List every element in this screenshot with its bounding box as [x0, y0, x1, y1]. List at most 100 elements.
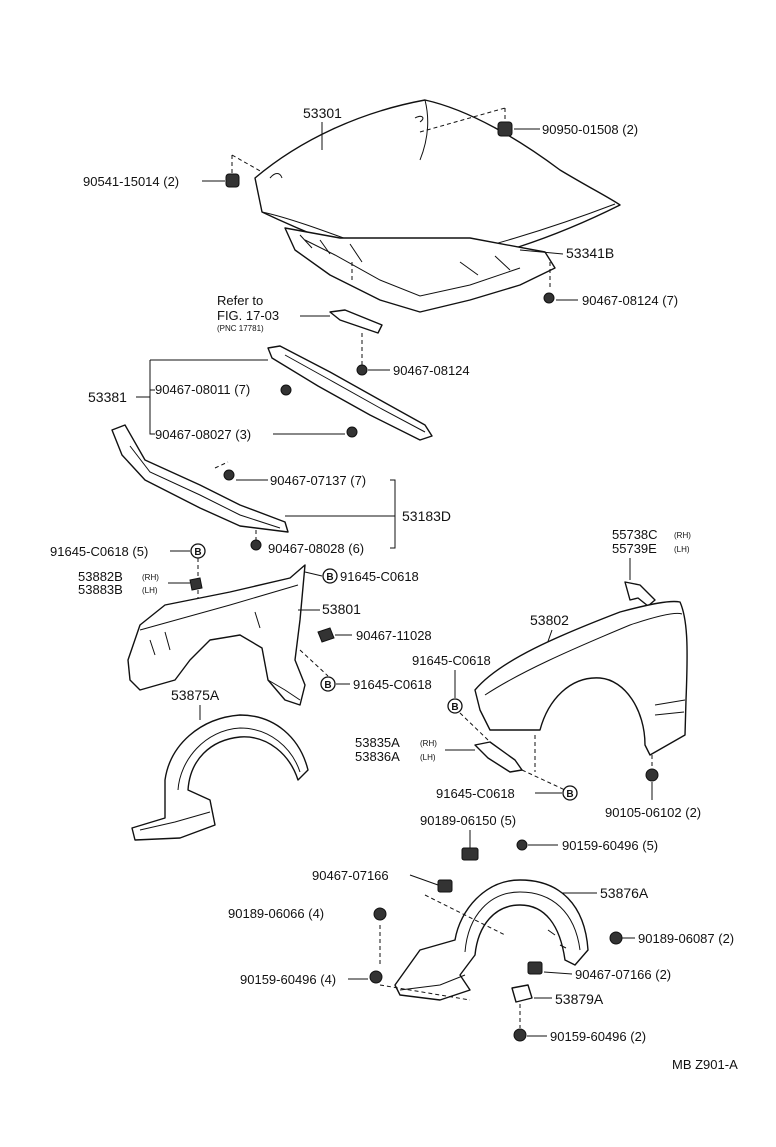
fender-clip-label: 90467-11028 [356, 628, 432, 643]
cushion-right-line [419, 107, 506, 133]
fender-screw-icon [645, 768, 659, 782]
right-fender-panel [474, 600, 688, 756]
left-liner [131, 714, 309, 841]
bolt-b-right-bottom-icon: B [562, 785, 578, 801]
upper-seal-clip-a-icon [280, 384, 292, 396]
bolt-mid-line [299, 649, 329, 677]
hood-cushion-left-label: 90541-15014 (2) [83, 174, 179, 189]
liner-screw-a-icon [461, 847, 479, 861]
lower-seal [111, 424, 289, 533]
liner-screw-f-icon [513, 1028, 527, 1042]
right-liner [394, 879, 589, 1001]
bolt-b-left-label: 91645-C0618 (5) [50, 544, 148, 559]
bracket-right-lh: (LH) [142, 586, 158, 595]
liner-screw-b-label: 90159-60496 (5) [562, 838, 658, 853]
lower-seal-clip-a-label: 90467-07137 (7) [270, 473, 366, 488]
upper-seal-clip-b-label: 90467-08027 (3) [155, 427, 251, 442]
liner-screw-f-label: 90159-60496 (2) [550, 1029, 646, 1044]
svg-text:B: B [451, 702, 458, 713]
bolt-b-right-top-label: 91645-C0618 [412, 653, 491, 668]
lower-seal-bracket [390, 479, 396, 549]
liner-clip-icon [437, 879, 453, 893]
refer-line2: FIG. 17-03 [217, 308, 279, 323]
fender-left-label: 53801 [322, 601, 361, 617]
bracket-left-rh: (RH) [142, 573, 159, 582]
bolt-b-mid-icon: B [320, 676, 336, 692]
hood-cushion-right-label: 90950-01508 (2) [542, 122, 638, 137]
fender-screw-label: 90105-06102 (2) [605, 805, 701, 820]
fender-clip-icon [317, 627, 335, 643]
hood-part-number: 53301 [303, 105, 342, 121]
bracket2-line [521, 769, 566, 791]
hood-cushion-right-icon [497, 121, 513, 137]
bolt-b-right-bottom-label: 91645-C0618 [436, 786, 515, 801]
liner-bracket-icon [511, 984, 533, 1003]
hood-cushion-left-icon [225, 173, 240, 188]
liner-clip-label: 90467-07166 [312, 868, 389, 883]
svg-text:B: B [194, 547, 201, 558]
insulator-clip-icon [543, 292, 555, 304]
brace-lh-tag: (LH) [674, 545, 690, 554]
liner-screw-d-icon [609, 931, 623, 945]
seal-bracket-side [149, 360, 155, 435]
bracket2-rh-tag: (RH) [420, 739, 437, 748]
upper-seal-group-label: 53381 [88, 389, 127, 405]
refer-note: Refer to FIG. 17-03 (PNC 17781) [217, 293, 279, 333]
seal-clip-icon [356, 364, 368, 376]
bracket2-icon [474, 741, 523, 773]
brace-rh-tag: (RH) [674, 531, 691, 540]
bracket-left-icon [189, 577, 203, 591]
bolt-b-top-leader [304, 571, 323, 577]
brace-lh-code: 55739E [612, 541, 657, 556]
bracket2-rh-code: 53835A [355, 735, 400, 750]
liner-screw-e-icon [369, 970, 383, 984]
bolt-b-top-icon: B [322, 568, 338, 584]
brace-icon [624, 581, 656, 607]
liner-screw-e-label: 90159-60496 (4) [240, 972, 336, 987]
cushion-left-line [231, 154, 263, 173]
liner-left-label: 53875A [171, 687, 220, 703]
bolt-b-top-label: 91645-C0618 [340, 569, 419, 584]
lower-seal-clip-a-icon [223, 469, 235, 481]
figure-code: MB Z901-A [672, 1057, 738, 1072]
brace-rh-code: 55738C [612, 527, 658, 542]
bracket-right-code: 53883B [78, 582, 123, 597]
liner-clip-leader [409, 874, 439, 886]
lower-clip-a-line [214, 461, 229, 469]
liner-screw-c-icon [373, 907, 387, 921]
liner-clip-line [424, 894, 506, 936]
lower-seal-clip-b-icon [250, 539, 262, 551]
refer-line3: (PNC 17781) [217, 324, 264, 333]
upper-seal-clip-a-label: 90467-08011 (7) [155, 382, 250, 397]
bracket2-lh-tag: (LH) [420, 753, 436, 762]
bracket-left-code: 53882B [78, 569, 123, 584]
liner-clip-b-label: 90467-07166 (2) [575, 967, 671, 982]
svg-text:B: B [326, 572, 333, 583]
insulator-leader [519, 249, 564, 255]
lower-seal-clip-b-label: 90467-08028 (6) [268, 541, 364, 556]
upper-seal-clip-b-icon [346, 426, 358, 438]
bolt-b-left-icon: B [190, 543, 206, 559]
lower-seal-group-label: 53183D [402, 508, 451, 524]
liner-screw-c-label: 90189-06066 (4) [228, 906, 324, 921]
liner-clip-b-icon [527, 961, 543, 975]
liner-screw-b-icon [516, 839, 528, 851]
refer-line1: Refer to [217, 293, 263, 308]
liner-screw-d-label: 90189-06087 (2) [638, 931, 734, 946]
svg-text:B: B [566, 789, 573, 800]
fender-right-label: 53802 [530, 612, 569, 628]
liner-right-label: 53876A [600, 885, 649, 901]
liner-bottom-line [379, 984, 471, 1001]
bolt-b-mid-label: 91645-C0618 [353, 677, 432, 692]
liner-bracket-label: 53879A [555, 991, 604, 1007]
hood-insulator-label: 53341B [566, 245, 614, 261]
seal-clip-label: 90467-08124 [393, 363, 470, 378]
svg-text:B: B [324, 680, 331, 691]
bolt-b-right-top-icon: B [447, 698, 463, 714]
left-fender-panel [127, 564, 306, 706]
hood-insulator [284, 227, 556, 313]
bracket2-lh-code: 53836A [355, 749, 400, 764]
liner-clip-b-leader [543, 971, 573, 975]
